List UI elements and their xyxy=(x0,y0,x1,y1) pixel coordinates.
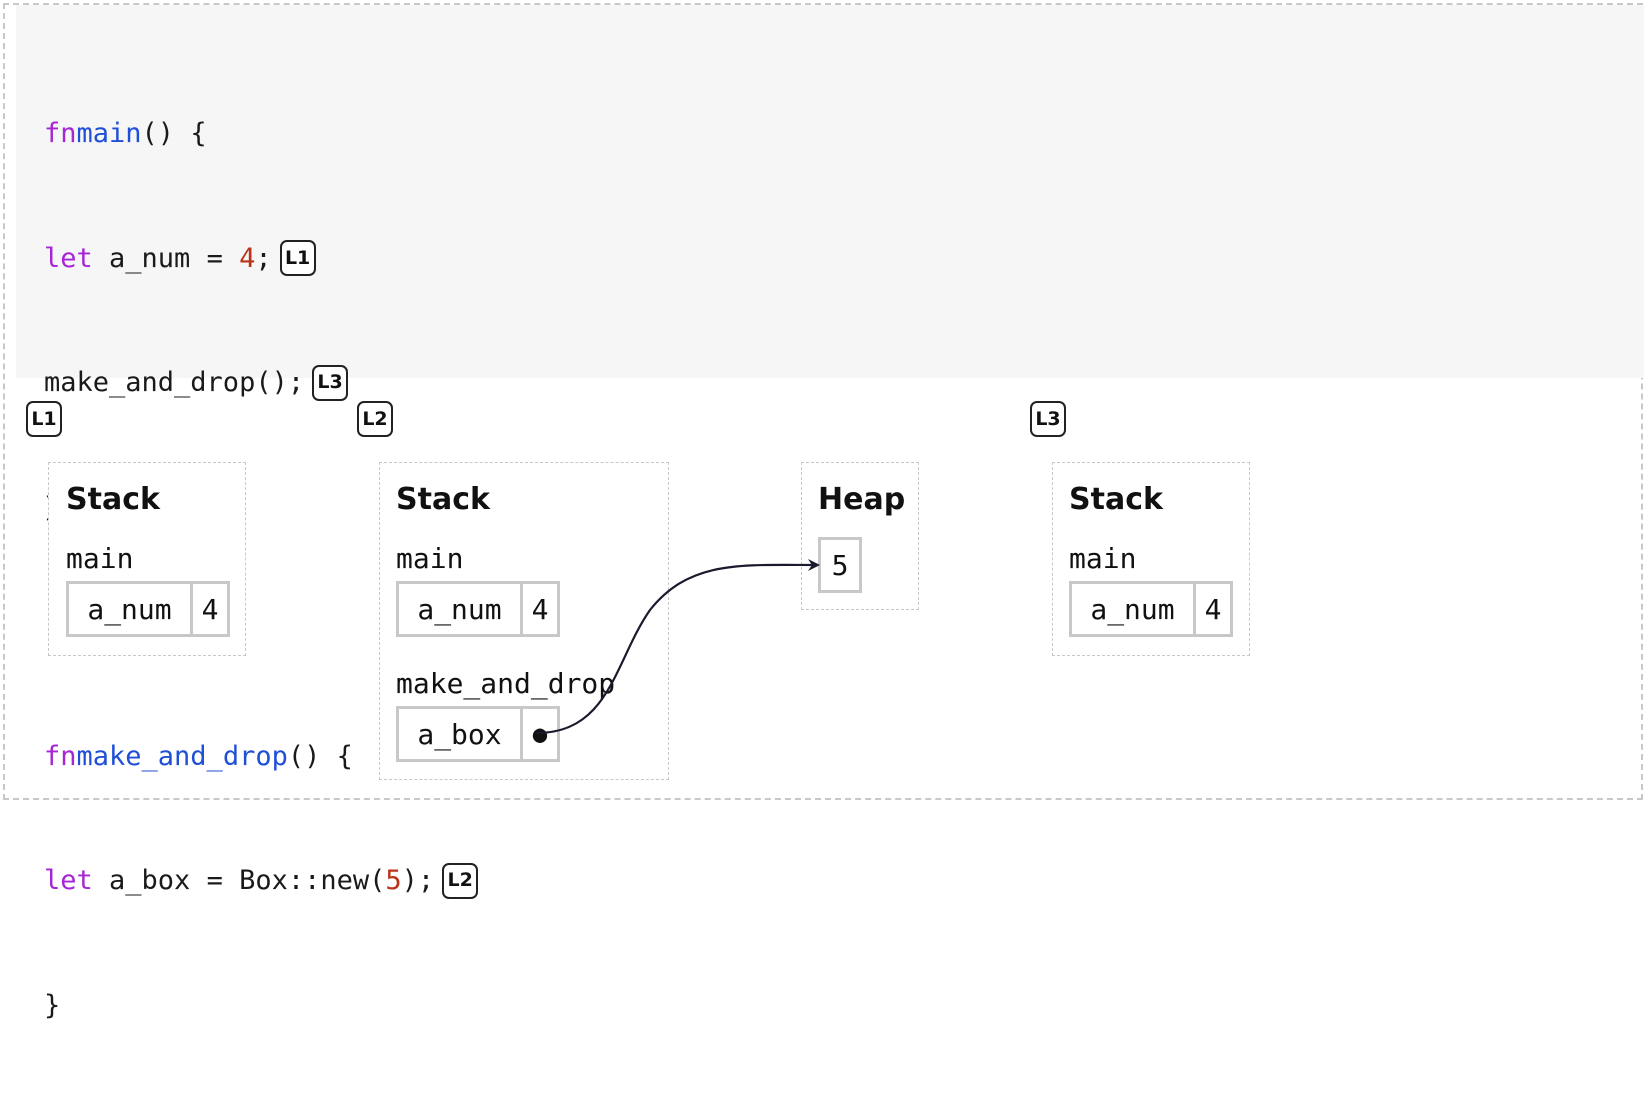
number-literal: 5 xyxy=(385,865,402,896)
code-line-let-a-box: let a_box = Box::new(5); L2 xyxy=(44,860,479,902)
var-value: 4 xyxy=(520,584,557,634)
code-text: a_num = xyxy=(92,242,240,274)
stack-title: Stack xyxy=(1069,482,1163,517)
keyword-let: let xyxy=(44,865,93,896)
heap-title: Heap xyxy=(818,482,906,517)
var-row-a-num: a_num 4 xyxy=(396,581,560,637)
code-text: make_and_drop(); xyxy=(44,367,305,398)
figure-frame xyxy=(3,3,1643,800)
var-row-a-num: a_num 4 xyxy=(66,581,230,637)
pointer-arrow xyxy=(536,558,820,735)
step-label-l1: L1 xyxy=(26,401,62,437)
code-line-main-signature: fn main() { xyxy=(44,113,478,155)
code-text: } xyxy=(44,989,61,1021)
step-label-l3: L3 xyxy=(1030,401,1066,437)
keyword-fn: fn xyxy=(44,740,77,772)
keyword-fn: fn xyxy=(44,118,77,149)
marker-l2: L2 xyxy=(442,862,479,899)
keyword-let: let xyxy=(44,242,93,274)
step-label-l2: L2 xyxy=(357,401,393,437)
code-text: () { xyxy=(287,740,353,772)
var-name: a_box xyxy=(417,717,502,751)
marker-l3: L3 xyxy=(312,364,349,401)
marker-l1: L1 xyxy=(279,240,316,277)
var-value: 4 xyxy=(1193,584,1230,634)
stack-title: Stack xyxy=(396,482,490,517)
frame-name-main: main xyxy=(396,542,464,575)
code-text: ); xyxy=(401,865,435,896)
stack-title: Stack xyxy=(66,482,160,517)
code-line-mad-signature: fn make_and_drop() { xyxy=(44,736,478,778)
code-text: ; xyxy=(255,242,272,274)
frame-name-make-and-drop: make_and_drop xyxy=(396,667,616,700)
pointer-arrow-layer xyxy=(536,558,820,735)
var-name: a_num xyxy=(417,592,502,626)
code-line-call: make_and_drop(); L3 xyxy=(44,362,478,404)
code-panel: fn main() { let a_num = 4; L1 make_and_d… xyxy=(16,5,1644,1021)
function-name-main: main xyxy=(76,118,142,149)
var-row-a-num: a_num 4 xyxy=(1069,581,1233,637)
heap-value: 5 xyxy=(831,548,849,582)
var-name: a_num xyxy=(87,592,172,626)
code-text: a_box = Box::new( xyxy=(92,865,386,896)
var-name: a_num xyxy=(1090,592,1175,626)
code-line-let-a-num: let a_num = 4; L1 xyxy=(44,238,478,280)
frame-name-main: main xyxy=(66,542,134,575)
var-value: 4 xyxy=(190,584,227,634)
number-literal: 4 xyxy=(239,242,256,274)
function-name-make-and-drop: make_and_drop xyxy=(76,740,288,772)
code-text: () { xyxy=(141,118,207,149)
frame-name-main: main xyxy=(1069,542,1137,575)
code-line-close-mad: } xyxy=(44,985,478,1027)
